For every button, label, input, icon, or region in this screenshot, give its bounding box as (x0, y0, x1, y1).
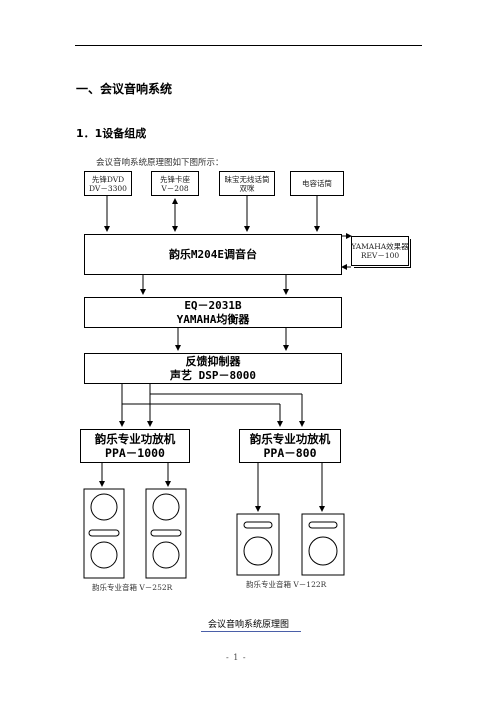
equalizer-line1: EQ－2031B (184, 298, 242, 312)
amplifier-left-box: 韵乐专业功放机 PPA－1000 (80, 429, 190, 463)
equalizer-line2: YAMAHA均衡器 (176, 312, 250, 326)
speaker-right-caption: 韵乐专业音箱 V－122R (246, 580, 327, 589)
effect-unit-line2: REV－100 (360, 251, 400, 260)
source-condenser-mic-box: 电容话筒 (290, 171, 344, 196)
figure-caption: 会议音响系统原理图 (208, 620, 290, 630)
intro-text: 会议音响系统原理图如下图所示： (96, 158, 224, 168)
source-dvd-line1: 先锋DVD (91, 174, 125, 184)
source-condenser-mic-line1: 电容话筒 (302, 179, 332, 188)
mixer-box: 韵乐M204E调音台 (84, 234, 342, 275)
amplifier-left-line2: PPA－1000 (105, 446, 165, 460)
section-heading: 一、会议音响系统 (76, 82, 173, 96)
source-wireless-mic-line2: 双咪 (239, 183, 255, 193)
effect-unit-line1: YAMAHA效果器 (351, 242, 409, 251)
speaker-left-caption: 韵乐专业音箱 V－252R (92, 583, 173, 592)
subsection-heading: 1．1设备组成 (76, 127, 147, 140)
source-cassette-line1: 先锋卡座 (160, 174, 190, 184)
header-rule (75, 45, 422, 46)
source-wireless-mic-box: 昧宝无线话筒 双咪 (219, 171, 275, 196)
source-dvd-line2: DV－3300 (89, 183, 127, 193)
feedback-suppressor-line2: 声艺 DSP－8000 (170, 368, 256, 382)
feedback-suppressor-box: 反馈抑制器 声艺 DSP－8000 (84, 353, 342, 384)
amplifier-right-box: 韵乐专业功放机 PPA－800 (239, 429, 341, 463)
amplifier-right-line2: PPA－800 (263, 446, 317, 460)
equalizer-box: EQ－2031B YAMAHA均衡器 (84, 297, 342, 328)
source-cassette-box: 先锋卡座 V－208 (151, 171, 199, 196)
source-dvd-box: 先锋DVD DV－3300 (84, 171, 132, 196)
source-wireless-mic-line1: 昧宝无线话筒 (224, 174, 270, 184)
figure-caption-underline (201, 631, 301, 632)
feedback-suppressor-line1: 反馈抑制器 (185, 354, 241, 368)
amplifier-right-line1: 韵乐专业功放机 (249, 432, 331, 446)
amplifier-left-line1: 韵乐专业功放机 (94, 432, 176, 446)
mixer-label: 韵乐M204E调音台 (168, 247, 258, 261)
page-number: - 1 - (226, 653, 247, 662)
effect-unit-box: YAMAHA效果器 REV－100 (351, 236, 411, 268)
source-cassette-line2: V－208 (161, 183, 189, 193)
